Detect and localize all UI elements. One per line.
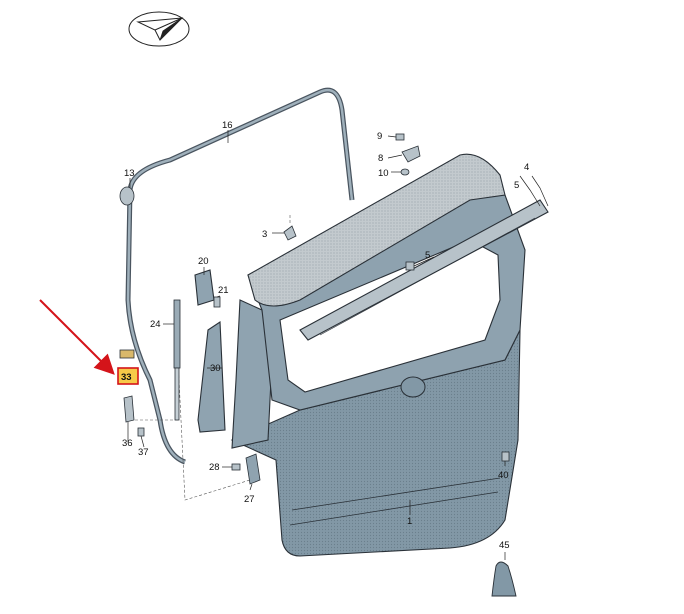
tailgate-body	[230, 153, 526, 557]
label-36: 36	[122, 438, 133, 449]
red-arrow-icon	[39, 299, 115, 375]
label-16: 16	[222, 120, 233, 131]
paper-plane-icon	[128, 11, 190, 47]
cap-45	[491, 561, 517, 597]
side-trim-panel	[197, 321, 226, 433]
clip-5	[405, 261, 415, 271]
leader-lines	[127, 130, 549, 560]
label-5-mid: 5	[425, 250, 430, 261]
latch-36	[123, 395, 135, 423]
spoiler-trim-bar	[299, 199, 549, 341]
screw-28	[231, 463, 241, 471]
label-1: 1	[407, 516, 412, 527]
striker-33	[119, 349, 135, 359]
label-33: 33	[121, 372, 132, 383]
label-20: 20	[198, 256, 209, 267]
label-8: 8	[378, 153, 383, 164]
hinge-part-20	[194, 269, 215, 306]
label-13: 13	[124, 168, 135, 179]
bolt-40	[501, 451, 510, 462]
label-24: 24	[150, 319, 161, 330]
screw-37	[137, 427, 145, 437]
label-4: 4	[524, 162, 529, 173]
nut-10	[400, 168, 410, 176]
label-5-top: 5	[514, 180, 519, 191]
label-10: 10	[378, 168, 389, 179]
label-37: 37	[138, 447, 149, 458]
label-28: 28	[209, 462, 220, 473]
label-45: 45	[499, 540, 510, 551]
screw-9	[395, 133, 405, 141]
label-27: 27	[244, 494, 255, 505]
label-21: 21	[218, 285, 229, 296]
highlight-33: 33	[117, 367, 139, 385]
bolt-21	[213, 296, 221, 308]
gas-strut	[173, 299, 181, 421]
label-30: 30	[210, 363, 221, 374]
bracket-8	[401, 145, 421, 163]
door-seal	[125, 87, 355, 465]
callout-labels: 16 13 9 8 10 4 5 5 3 20 21 24 30 36 37 2…	[122, 120, 529, 551]
bracket-27	[245, 453, 261, 485]
label-3: 3	[262, 229, 267, 240]
label-40: 40	[498, 470, 509, 481]
bump-stop-13	[119, 186, 135, 206]
label-9: 9	[377, 131, 382, 142]
clip-3	[283, 225, 297, 241]
